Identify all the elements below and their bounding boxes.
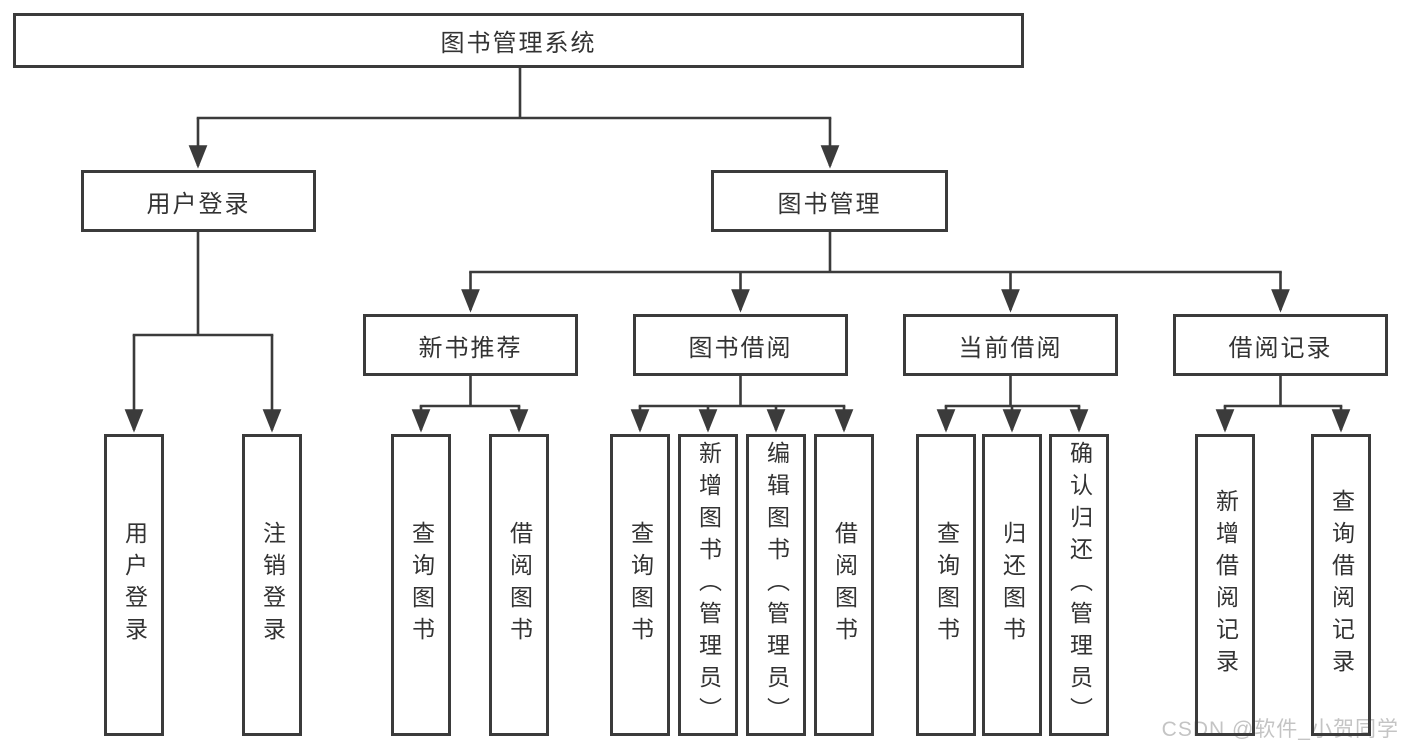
leaf-confirm-return-admin: 确认归还（管理员） [1049, 434, 1109, 736]
leaf-confirm-return-admin-label: 确认归还（管理员） [1066, 441, 1093, 729]
leaf-add-book-admin: 新增图书（管理员） [678, 434, 738, 736]
node-book-borrow-label: 图书借阅 [688, 334, 793, 362]
leaf-add-book-admin-label: 新增图书（管理员） [695, 441, 722, 729]
leaf-query-books-current-label: 查询图书 [933, 521, 960, 649]
leaf-query-borrow-record: 查询借阅记录 [1311, 434, 1371, 736]
node-borrow-records: 借阅记录 [1173, 314, 1388, 376]
leaf-borrow-books-borrow-label: 借阅图书 [831, 521, 858, 649]
leaf-query-books-recommend-label: 查询图书 [408, 521, 435, 649]
node-borrow-records-label: 借阅记录 [1228, 334, 1333, 362]
leaf-add-borrow-record: 新增借阅记录 [1195, 434, 1255, 736]
leaf-borrow-books-recommend: 借阅图书 [489, 434, 549, 736]
leaf-user-login: 用户登录 [104, 434, 164, 736]
node-user-login-label: 用户登录 [146, 190, 251, 218]
node-new-book-recommend-label: 新书推荐 [418, 334, 523, 362]
leaf-borrow-books-borrow: 借阅图书 [814, 434, 874, 736]
csdn-watermark: CSDN @软件_小贺同学 [1161, 718, 1399, 741]
leaf-query-books-recommend: 查询图书 [391, 434, 451, 736]
leaf-query-books-current: 查询图书 [916, 434, 976, 736]
leaf-query-books-borrow: 查询图书 [610, 434, 670, 736]
leaf-return-books-label: 归还图书 [999, 521, 1026, 649]
leaf-add-borrow-record-label: 新增借阅记录 [1212, 489, 1239, 681]
leaf-edit-book-admin-label: 编辑图书（管理员） [763, 441, 790, 729]
leaf-query-borrow-record-label: 查询借阅记录 [1328, 489, 1355, 681]
leaf-return-books: 归还图书 [982, 434, 1042, 736]
node-current-borrow: 当前借阅 [903, 314, 1118, 376]
node-user-login: 用户登录 [81, 170, 316, 232]
node-new-book-recommend: 新书推荐 [363, 314, 578, 376]
leaf-user-login-label: 用户登录 [121, 521, 148, 649]
leaf-edit-book-admin: 编辑图书（管理员） [746, 434, 806, 736]
node-root-system: 图书管理系统 [13, 13, 1024, 68]
leaf-query-books-borrow-label: 查询图书 [627, 521, 654, 649]
leaf-logout-label: 注销登录 [259, 521, 286, 649]
leaf-logout: 注销登录 [242, 434, 302, 736]
node-book-management: 图书管理 [711, 170, 948, 232]
node-book-management-label: 图书管理 [777, 190, 882, 218]
node-book-borrow: 图书借阅 [633, 314, 848, 376]
node-current-borrow-label: 当前借阅 [958, 334, 1063, 362]
node-root-label: 图书管理系统 [440, 30, 597, 57]
leaf-borrow-books-recommend-label: 借阅图书 [506, 521, 533, 649]
